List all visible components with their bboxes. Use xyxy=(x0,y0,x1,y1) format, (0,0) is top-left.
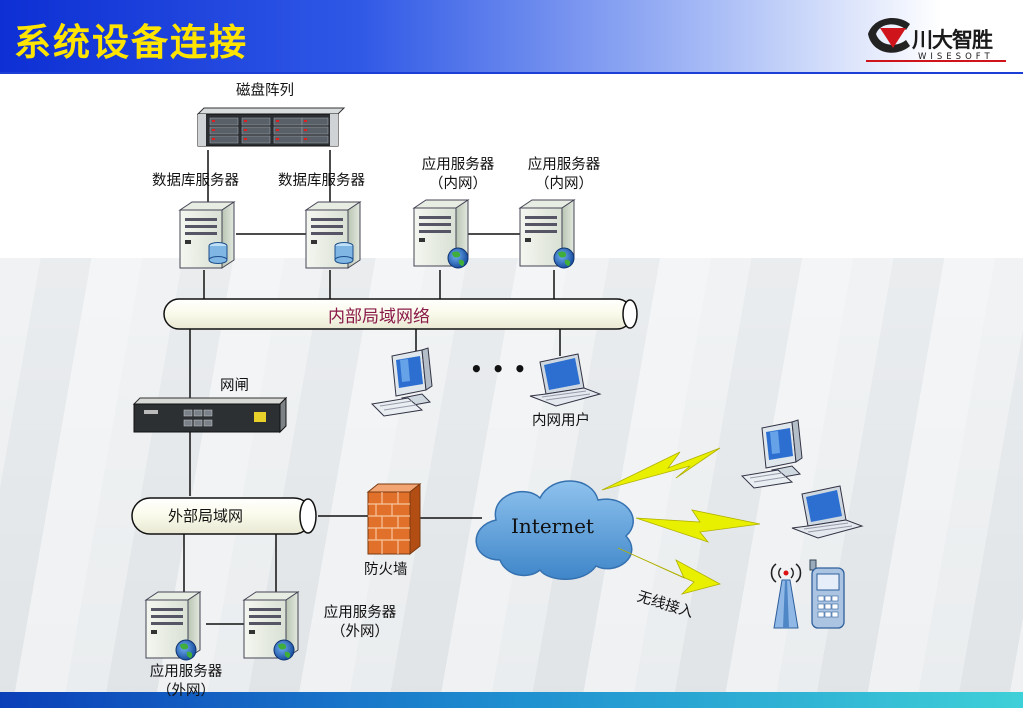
app-server-external-2-label: 应用服务器 （外网） xyxy=(306,604,414,642)
gateway-label: 网闸 xyxy=(220,378,249,394)
app-server-internal-1-icon xyxy=(413,199,469,269)
disk-array-icon xyxy=(196,107,346,147)
header-bar xyxy=(0,0,1023,74)
more-users-ellipsis: • • • xyxy=(470,357,528,381)
app-server-internal-1-name: 应用服务器 xyxy=(421,157,495,173)
app-server-external-2-icon xyxy=(243,591,299,661)
wireless-laptop-icon xyxy=(791,485,863,539)
external-lan-label: 外部局域网 xyxy=(168,507,244,525)
internal-lan-label: 内部局域网络 xyxy=(328,307,430,327)
wireless-lightning-icons xyxy=(601,447,761,595)
footer-bar xyxy=(0,692,1023,708)
disk-array-label: 磁盘阵列 xyxy=(236,83,294,99)
app-server-external-1-name: 应用服务器 xyxy=(149,664,223,680)
gateway-icon xyxy=(132,396,288,434)
page-title: 系统设备连接 xyxy=(14,21,248,64)
header-divider xyxy=(0,72,1023,74)
firewall-label: 防火墙 xyxy=(364,562,408,578)
db-server-2-icon xyxy=(305,201,361,269)
app-server-internal-2-label: 应用服务器 （内网） xyxy=(510,156,618,194)
app-server-external-1-label: 应用服务器 （外网） xyxy=(132,663,240,701)
mobile-phone-icon xyxy=(809,559,845,629)
internal-user-pc-icon xyxy=(371,347,433,417)
logo-subtitle: WISESOFT xyxy=(918,52,994,62)
app-server-internal-1-label: 应用服务器 （内网） xyxy=(404,156,512,194)
app-server-internal-2-name: 应用服务器 xyxy=(527,157,601,173)
internal-users-label: 内网用户 xyxy=(532,413,590,429)
internet-cloud-icon xyxy=(475,480,634,580)
internet-label: Internet xyxy=(511,514,594,538)
wireless-antenna-icon xyxy=(770,563,802,629)
logo-name: 川大智胜 xyxy=(912,28,993,52)
app-server-internal-2-icon xyxy=(519,199,575,269)
internal-user-laptop-icon xyxy=(529,353,601,407)
db-server-2-label: 数据库服务器 xyxy=(278,173,365,189)
app-server-internal-1-network: （内网） xyxy=(429,176,487,192)
wireless-pc-icon xyxy=(741,419,803,489)
internal-lan-pipe xyxy=(163,298,638,330)
firewall-icon xyxy=(366,482,422,556)
app-server-external-2-network: （外网） xyxy=(331,624,389,640)
connection-lines xyxy=(183,150,561,625)
db-server-1-icon xyxy=(179,201,235,269)
external-lan-pipe xyxy=(131,497,317,535)
db-server-1-label: 数据库服务器 xyxy=(152,173,239,189)
app-server-internal-2-network: （内网） xyxy=(535,176,593,192)
app-server-external-1-network: （外网） xyxy=(157,683,215,699)
app-server-external-1-icon xyxy=(145,591,201,661)
app-server-external-2-name: 应用服务器 xyxy=(323,605,397,621)
